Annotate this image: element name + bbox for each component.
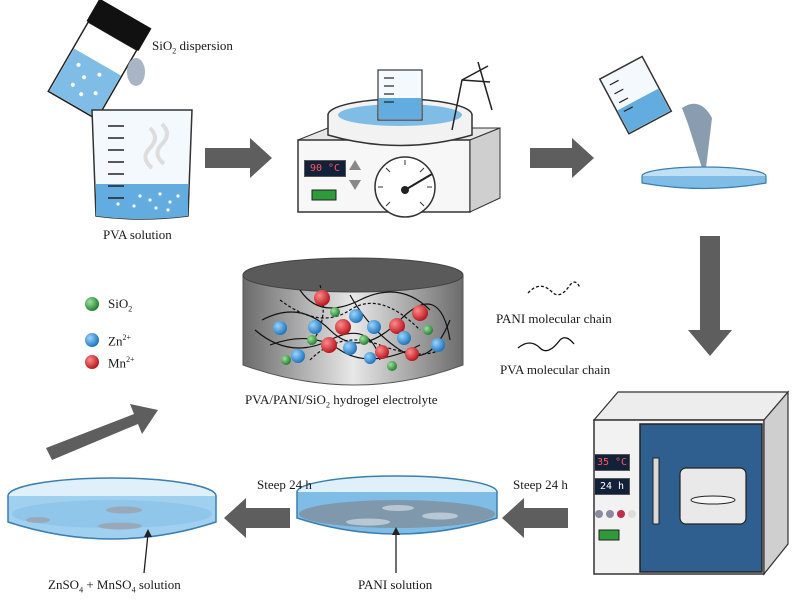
znso4-mnso4-label: ZnSO4 + MnSO4 solution bbox=[48, 577, 181, 595]
steep-label-2: Steep 24 h bbox=[257, 477, 312, 492]
znso4-dish bbox=[7, 477, 217, 540]
legend-sio2-ball bbox=[85, 297, 99, 311]
pva-chain-icon bbox=[517, 337, 575, 352]
process-arrow-2 bbox=[530, 138, 594, 178]
ion-particles bbox=[273, 290, 445, 371]
hydrogel-label: PVA/PANI/SiO2 hydrogel electrolyte bbox=[245, 392, 438, 410]
process-arrow-diagonal bbox=[46, 404, 158, 460]
process-arrow-down bbox=[688, 236, 732, 356]
pani-dish bbox=[296, 475, 498, 535]
oven-temp-display: 35 °C bbox=[594, 454, 630, 471]
pouring-beaker bbox=[598, 55, 673, 135]
pouring-stream bbox=[682, 103, 712, 168]
sio2-bottle bbox=[47, 0, 152, 121]
process-arrow-4 bbox=[224, 498, 290, 538]
process-arrow-1 bbox=[205, 138, 272, 178]
drying-oven bbox=[592, 390, 790, 576]
sio2-dispersion-label: SiO2 dispersion bbox=[152, 38, 233, 56]
legend-sio2-label: SiO2 bbox=[108, 296, 133, 314]
pani-chain-label: PANI molecular chain bbox=[496, 311, 612, 326]
pani-solution-label: PANI solution bbox=[358, 577, 433, 592]
pva-chain-label: PVA molecular chain bbox=[500, 362, 611, 377]
pva-beaker bbox=[91, 109, 193, 220]
oven-time-display: 24 h bbox=[594, 478, 630, 495]
heater-temp-display: 90 °C bbox=[304, 160, 346, 177]
legend-zn-ball bbox=[85, 333, 99, 347]
pva-solution-label: PVA solution bbox=[103, 227, 172, 242]
hydrogel-cylinder bbox=[242, 257, 464, 386]
legend-mn-ball bbox=[85, 355, 99, 369]
hotplate-stirrer bbox=[297, 61, 501, 218]
steep-label-1: Steep 24 h bbox=[513, 477, 568, 492]
legend-zn-label: Zn2+ bbox=[108, 333, 131, 349]
legend-mn-label: Mn2+ bbox=[108, 355, 135, 371]
znso4-pointer bbox=[143, 533, 149, 574]
sio2-drop bbox=[127, 58, 145, 86]
process-arrow-3 bbox=[502, 498, 568, 538]
pani-chain-icon bbox=[527, 281, 581, 296]
